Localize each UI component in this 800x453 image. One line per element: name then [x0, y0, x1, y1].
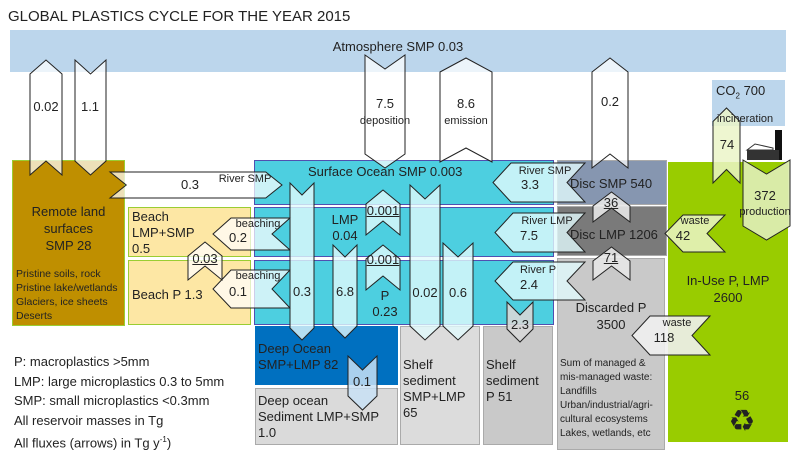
flux-river-land-value: 0.3 [180, 177, 200, 192]
flux-sink-smp-value: 0.3 [292, 284, 312, 299]
production-arrow [742, 159, 791, 241]
recycled-value: 56 [734, 388, 750, 403]
flux-river-lmp-label: River LMP [521, 215, 573, 227]
flux-frag-1-value: 0.001 [366, 203, 400, 218]
flux-land-up-value: 0.02 [33, 99, 59, 114]
flux-shelf-p-value: 2.3 [510, 317, 530, 332]
flux-incineration-value: 74 [719, 137, 735, 152]
flux-sink-lmp-value: 6.8 [335, 284, 355, 299]
recycle-icon: ♻ [728, 405, 756, 438]
emission-arrow [439, 57, 493, 163]
diagram-title: GLOBAL PLASTICS CYCLE FOR THE YEAR 2015 [8, 8, 351, 25]
sink-smp-arrow [289, 181, 315, 341]
flux-river-p-value: 2.4 [519, 277, 539, 292]
shelf-lmp-arrow [442, 241, 474, 341]
flux-shelf-smp-value: 0.02 [412, 285, 438, 300]
flux-deep-sed-value: 0.1 [352, 374, 372, 389]
flux-beaching-lmp-value: 0.2 [228, 230, 248, 245]
river-smp-arrow [492, 162, 587, 203]
flux-production-value: 372 [754, 188, 776, 203]
flux-emission-value: 8.6 [456, 96, 476, 111]
legend-units-flux: All fluxes (arrows) in Tg y-1) [14, 435, 172, 451]
river-p-arrow [494, 261, 587, 301]
flux-shelf-lmp-value: 0.6 [448, 285, 468, 300]
flux-waste-118-label: waste [662, 317, 692, 329]
flux-waste-42-value: 42 [675, 228, 691, 243]
flux-beaching-lmp-label: beaching [235, 218, 281, 230]
land-down-arrow [74, 58, 107, 176]
flux-deposition-value: 7.5 [375, 96, 395, 111]
shelf-p-arrow [506, 300, 534, 343]
flux-deposition-label: deposition [359, 115, 411, 127]
flux-waste-42-label: waste [680, 215, 710, 227]
legend-lmp: LMP: large microplastics 0.3 to 5mm [14, 373, 225, 389]
frag-1-arrow [365, 189, 401, 237]
flux-emission-label: emission [444, 115, 488, 127]
flux-waste-118-value: 118 [653, 330, 675, 345]
sink-lmp-arrow [332, 243, 358, 339]
beach-p-label: Beach P 1.3 [132, 287, 203, 302]
shelf-smp-arrow [409, 183, 441, 341]
beaching-p-arrow [212, 269, 292, 309]
flux-river-lmp-value: 7.5 [519, 228, 539, 243]
land-up-arrow [29, 59, 63, 177]
frag-disc-36-arrow [592, 191, 631, 224]
atmosphere-label: Atmosphere SMP 0.03 [332, 39, 464, 54]
flux-beaching-p-value: 0.1 [228, 284, 248, 299]
discarded-notes: Sum of managed &mis-managed waste:Landfi… [560, 358, 653, 439]
disc-smp-label: Disc SMP 540 [570, 176, 653, 191]
legend-units-mass: All reservoir masses in Tg [14, 412, 164, 428]
flux-frag-disc-71-value: 71 [603, 250, 619, 265]
co2-label: CO2 700 [716, 83, 766, 101]
incineration-arrow [712, 107, 741, 185]
flux-frag-disc-36-value: 36 [603, 195, 619, 210]
waste-42-arrow [664, 214, 727, 253]
flux-incineration-label: incineration [716, 113, 774, 125]
flux-frag-2-value: 0.001 [366, 252, 400, 267]
river-lmp-arrow [494, 212, 587, 253]
deposition-arrow [364, 54, 406, 169]
disc-lmp-label: Disc LMP 1206 [570, 227, 658, 242]
frag-disc-71-arrow [592, 246, 631, 282]
disc-up-arrow [591, 57, 629, 170]
flux-disc-up-value: 0.2 [600, 94, 620, 109]
deep-sed-arrow [347, 354, 378, 411]
surface-ocean-label: Surface Ocean SMP 0.003 [308, 164, 463, 179]
flux-river-smp-label: River SMP [518, 165, 572, 177]
beaching-lmp-arrow [212, 217, 292, 251]
flux-production-label: production [739, 206, 791, 218]
flux-land-down-value: 1.1 [80, 99, 100, 114]
flux-beaching-p-label: beaching [235, 270, 281, 282]
co2-box: CO2 700 [712, 80, 785, 126]
legend-p: P: macroplastics >5mm [14, 354, 150, 369]
flux-beach-exchange-value: 0.03 [192, 251, 218, 266]
waste-118-arrow [631, 315, 712, 356]
beach-exchange-arrow [187, 241, 223, 282]
frag-2-arrow [365, 244, 401, 292]
flux-river-p-label: River P [519, 264, 557, 276]
legend-smp: SMP: small microplastics <0.3mm [14, 393, 210, 408]
river-land-arrow [108, 171, 283, 199]
flux-river-smp-value: 3.3 [520, 177, 540, 192]
factory-icon [745, 130, 782, 160]
flux-river-land-label: River SMP [218, 173, 272, 185]
legend: P: macroplastics >5mm LMP: large micropl… [14, 352, 224, 453]
